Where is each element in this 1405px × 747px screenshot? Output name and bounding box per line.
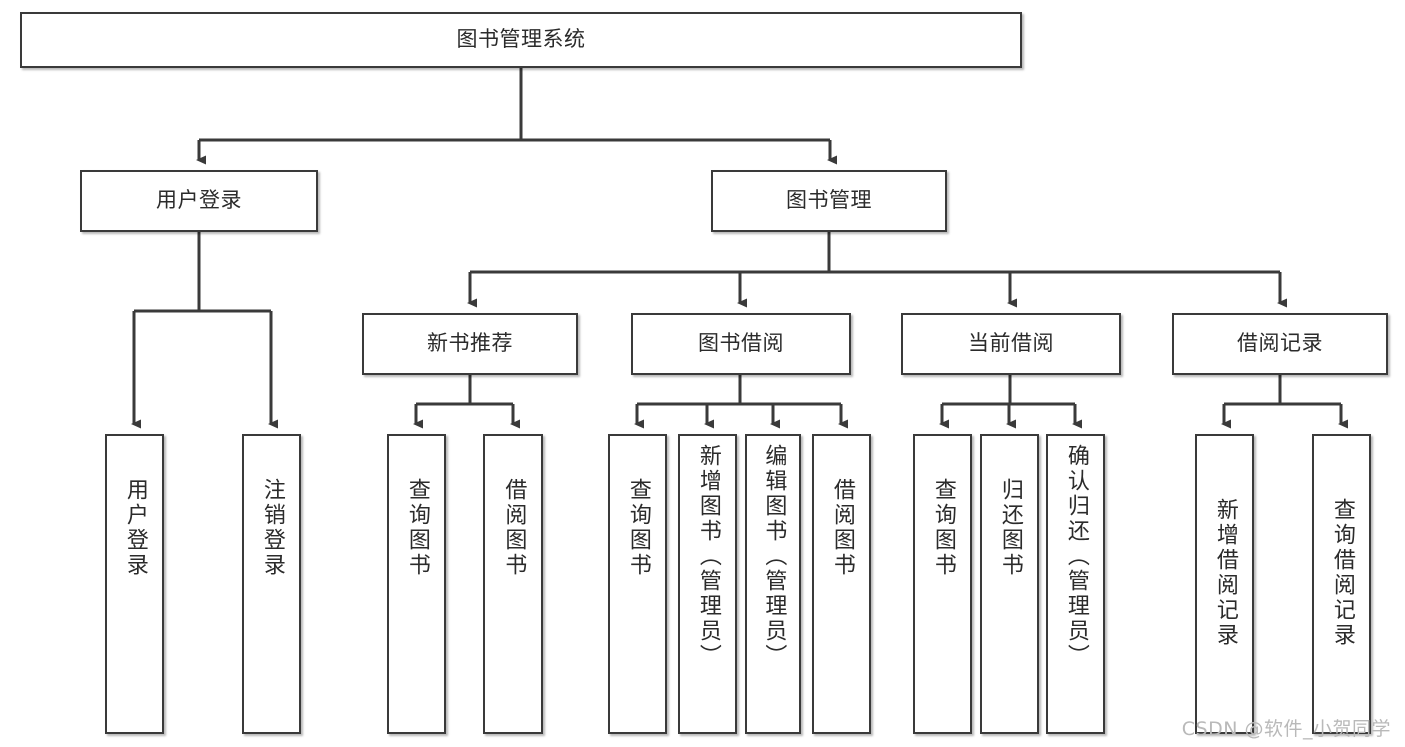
node-book-manage-label: 图书管理 xyxy=(786,188,872,213)
node-leaf-logout-label: 注销登录 xyxy=(259,478,285,578)
node-leaf-query-book-cur[interactable]: 查询图书 xyxy=(913,434,972,734)
node-root-label: 图书管理系统 xyxy=(456,27,586,52)
node-book-borrow[interactable]: 图书借阅 xyxy=(631,313,851,375)
node-leaf-edit-book-label: 编辑图书（管理员） xyxy=(761,444,787,669)
node-leaf-edit-book[interactable]: 编辑图书（管理员） xyxy=(745,434,801,734)
node-leaf-logout[interactable]: 注销登录 xyxy=(242,434,301,734)
node-user-login[interactable]: 用户登录 xyxy=(80,170,318,232)
node-leaf-borrow-book-label: 借阅图书 xyxy=(829,478,855,578)
node-leaf-return-book-label: 归还图书 xyxy=(997,478,1023,578)
node-leaf-query-book-borrow-label: 查询图书 xyxy=(625,478,651,578)
node-book-borrow-label: 图书借阅 xyxy=(698,331,784,356)
node-root[interactable]: 图书管理系统 xyxy=(20,12,1022,68)
node-current-borrow[interactable]: 当前借阅 xyxy=(901,313,1121,375)
node-leaf-confirm-return-label: 确认归还（管理员） xyxy=(1063,444,1089,669)
node-leaf-add-book[interactable]: 新增图书（管理员） xyxy=(678,434,737,734)
node-borrow-record-label: 借阅记录 xyxy=(1237,331,1323,356)
node-leaf-add-record-label: 新增借阅记录 xyxy=(1212,498,1238,648)
node-new-book-recommend[interactable]: 新书推荐 xyxy=(362,313,578,375)
node-leaf-add-book-label: 新增图书（管理员） xyxy=(695,444,721,669)
node-book-manage[interactable]: 图书管理 xyxy=(711,170,947,232)
node-leaf-borrow-book-rec-label: 借阅图书 xyxy=(501,478,527,578)
node-leaf-query-book-cur-label: 查询图书 xyxy=(930,478,956,578)
node-leaf-query-record[interactable]: 查询借阅记录 xyxy=(1312,434,1371,734)
node-leaf-borrow-book-rec[interactable]: 借阅图书 xyxy=(483,434,543,734)
csdn-watermark: CSDN @软件_小贺同学 xyxy=(1181,718,1391,740)
node-leaf-borrow-book[interactable]: 借阅图书 xyxy=(812,434,871,734)
node-new-book-recommend-label: 新书推荐 xyxy=(427,331,513,356)
node-leaf-add-record[interactable]: 新增借阅记录 xyxy=(1195,434,1254,734)
node-leaf-return-book[interactable]: 归还图书 xyxy=(980,434,1039,734)
node-leaf-user-login-label: 用户登录 xyxy=(122,478,148,578)
node-current-borrow-label: 当前借阅 xyxy=(968,331,1054,356)
node-borrow-record[interactable]: 借阅记录 xyxy=(1172,313,1388,375)
node-user-login-label: 用户登录 xyxy=(156,188,242,213)
node-leaf-confirm-return[interactable]: 确认归还（管理员） xyxy=(1046,434,1105,734)
node-leaf-query-record-label: 查询借阅记录 xyxy=(1329,498,1355,648)
node-leaf-user-login[interactable]: 用户登录 xyxy=(105,434,164,734)
node-leaf-query-book-rec-label: 查询图书 xyxy=(404,478,430,578)
node-leaf-query-book-rec[interactable]: 查询图书 xyxy=(387,434,446,734)
node-leaf-query-book-borrow[interactable]: 查询图书 xyxy=(608,434,667,734)
